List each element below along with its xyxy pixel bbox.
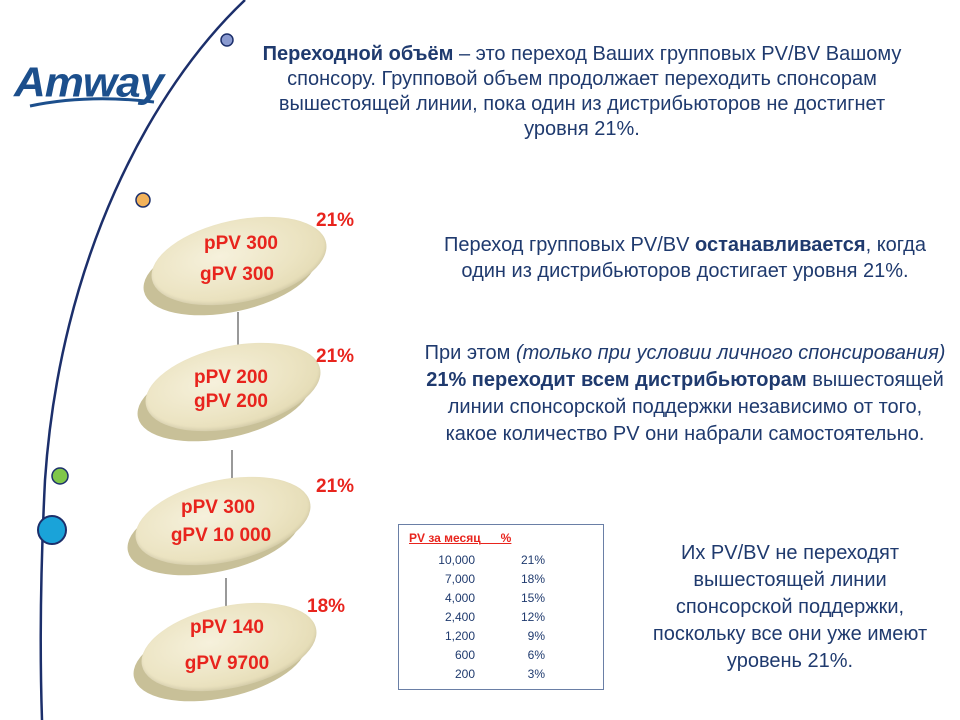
table-header: PV за месяц % bbox=[409, 531, 511, 545]
table-row: 4,000 15% bbox=[399, 591, 603, 610]
table-row: 1,200 9% bbox=[399, 629, 603, 648]
table-cell-percent: 6% bbox=[527, 648, 545, 662]
table-row: 7,000 18% bbox=[399, 572, 603, 591]
table-header-percent: % bbox=[500, 531, 512, 545]
disc-gpv: gPV 9700 bbox=[184, 653, 270, 674]
table-cell-pv: 200 bbox=[454, 667, 475, 681]
disc-ppv: pPV 300 bbox=[181, 497, 255, 518]
disc-2-percent: 21% bbox=[316, 346, 355, 367]
transfer-note-condition: (только при условии личного спонсировани… bbox=[515, 342, 946, 364]
table-row: 200 3% bbox=[399, 667, 603, 686]
table-cell-pv: 7,000 bbox=[444, 572, 475, 586]
table-cell-percent: 21% bbox=[520, 553, 545, 567]
table-cell-pv: 600 bbox=[454, 648, 475, 662]
transfer-note-bold: 21% переходит всем дистрибьюторам bbox=[426, 369, 807, 391]
intro-definition: – это переход Ваших групповых PV/BV Вашо… bbox=[278, 43, 902, 140]
table-cell-percent: 3% bbox=[527, 667, 545, 681]
table-cell-pv: 1,200 bbox=[444, 629, 475, 643]
arc-line bbox=[39, 0, 246, 720]
table-cell-percent: 9% bbox=[527, 629, 545, 643]
transfer-note-a: При этом bbox=[424, 342, 516, 364]
arc-dot-cyan bbox=[37, 515, 67, 545]
stop-note-bold: останавливается bbox=[695, 234, 866, 256]
no-transfer-note: Их PV/BV не переходят вышестоящей линии … bbox=[652, 542, 928, 672]
intro-term: Переходной объём bbox=[262, 43, 454, 65]
arc-dot-lavender bbox=[220, 33, 234, 47]
table-cell-pv: 10,000 bbox=[438, 553, 475, 567]
table-cell-pv: 2,400 bbox=[444, 610, 475, 624]
disc-3-percent: 21% bbox=[316, 476, 355, 497]
table-header-pv: PV за месяц bbox=[409, 531, 481, 545]
distributor-disc-2: pPV 200 gPV 200 bbox=[129, 328, 329, 456]
arc-dot-green bbox=[51, 467, 69, 485]
table-row: 2,400 12% bbox=[399, 610, 603, 629]
disc-labels: pPV 300 gPV 10 000 bbox=[126, 496, 316, 548]
distributor-disc-4: pPV 140 gPV 9700 bbox=[125, 588, 325, 716]
disc-gpv: gPV 10 000 bbox=[170, 525, 272, 546]
table-cell-percent: 15% bbox=[520, 591, 545, 605]
disc-labels: pPV 300 gPV 300 bbox=[142, 232, 332, 287]
disc-ppv: pPV 300 bbox=[204, 233, 278, 254]
transfer-note-e: вышестоящей линии спонсорской поддержки … bbox=[445, 369, 944, 445]
arc-dot-orange bbox=[135, 192, 151, 208]
disc-ppv: pPV 200 bbox=[194, 367, 268, 388]
table-row: 10,000 21% bbox=[399, 553, 603, 572]
bonus-table: PV за месяц % 10,000 21% 7,000 18% 4,000 15% 2… bbox=[398, 524, 604, 690]
disc-4-percent: 18% bbox=[307, 596, 346, 617]
table-cell-pv: 4,000 bbox=[444, 591, 475, 605]
stop-note-a: Переход групповых PV/BV bbox=[444, 234, 695, 256]
transfer-note: При этом (только при условии личного спо… bbox=[420, 340, 950, 448]
disc-labels: pPV 140 gPV 9700 bbox=[132, 616, 322, 676]
disc-1-percent: 21% bbox=[316, 210, 355, 231]
disc-gpv: gPV 300 bbox=[200, 264, 274, 285]
intro-paragraph: Переходной объём – это переход Ваших гру… bbox=[262, 42, 902, 142]
stop-note: Переход групповых PV/BV останавливается,… bbox=[420, 232, 950, 284]
stop-note-c: , когда один из дистрибьюторов достигает… bbox=[461, 234, 926, 282]
logo-swoosh-icon bbox=[29, 97, 155, 108]
table-cell-percent: 12% bbox=[520, 610, 545, 624]
distributor-disc-3: pPV 300 gPV 10 000 bbox=[119, 462, 319, 590]
table-rows: 10,000 21% 7,000 18% 4,000 15% 2,400 12% 1,200 9%… bbox=[399, 553, 603, 686]
table-row: 600 6% bbox=[399, 648, 603, 667]
disc-gpv: gPV 200 bbox=[194, 391, 268, 412]
distributor-disc-1: pPV 300 gPV 300 bbox=[135, 202, 335, 330]
disc-ppv: pPV 140 bbox=[190, 617, 264, 638]
table-cell-percent: 18% bbox=[520, 572, 545, 586]
disc-labels: pPV 200 gPV 200 bbox=[136, 366, 326, 414]
